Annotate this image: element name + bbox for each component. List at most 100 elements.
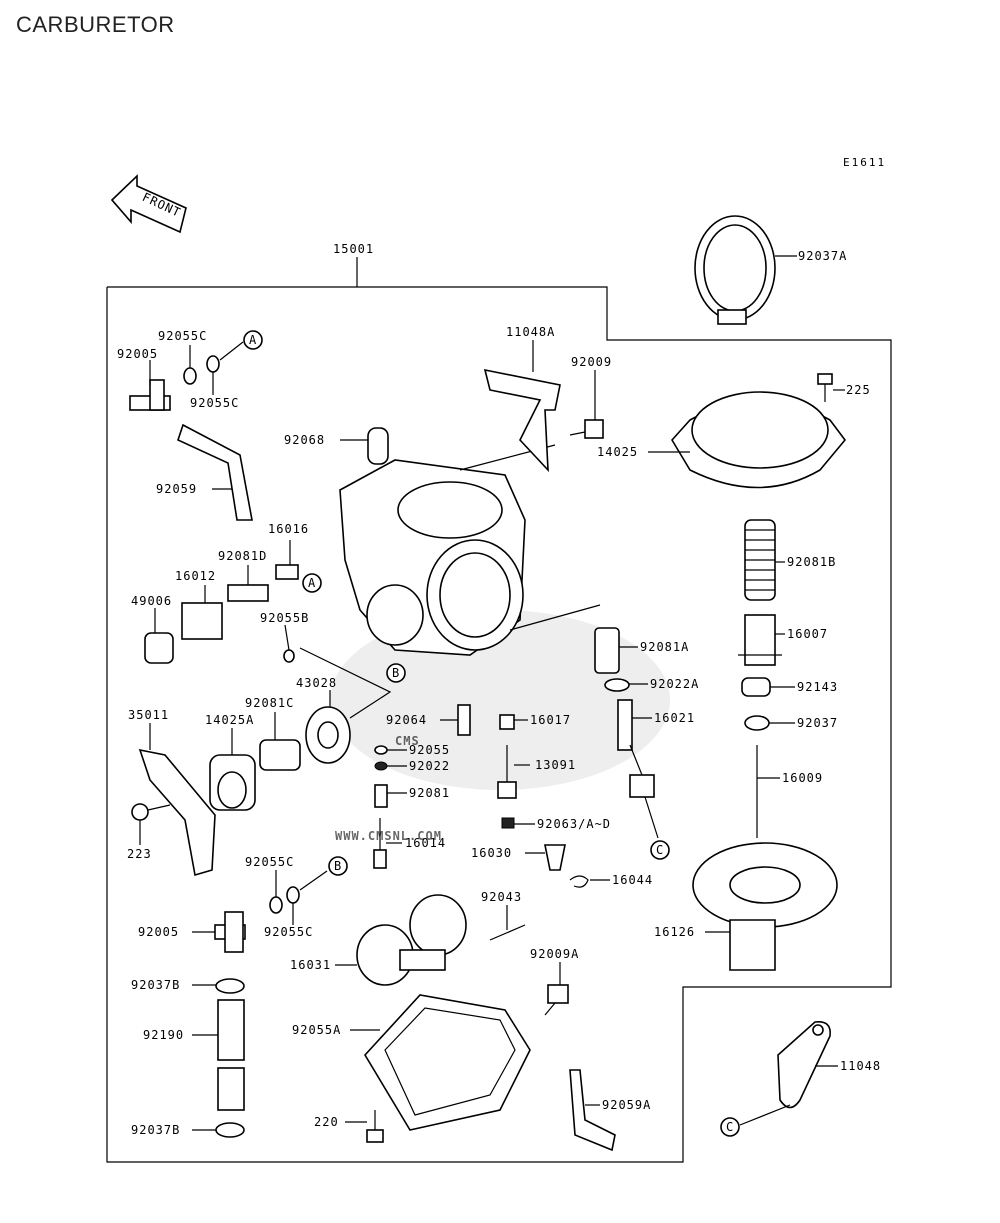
hose-92059-part <box>177 423 253 521</box>
label-92043: 92043 <box>481 890 522 904</box>
clip-92037B-a-part <box>215 978 245 994</box>
label-13091: 13091 <box>535 758 576 772</box>
screw-16021-part <box>617 699 655 798</box>
top-cover-part <box>671 391 847 489</box>
float-16031-part <box>356 894 467 986</box>
label-16031: 16031 <box>290 958 331 972</box>
svg-text:C: C <box>656 843 664 857</box>
screw-16016-part <box>275 564 299 580</box>
screw-92009A-part <box>544 984 569 1016</box>
holder-16007-part <box>738 614 782 666</box>
needle-16014-part <box>373 818 387 869</box>
label-92081C: 92081C <box>245 696 294 710</box>
label-92055: 92055 <box>409 743 450 757</box>
spring-92081D-part <box>227 584 269 602</box>
jet-16012-part <box>181 602 223 640</box>
label-16016: 16016 <box>268 522 309 536</box>
label-16044: 16044 <box>612 873 653 887</box>
callout-a-1: A <box>243 330 263 350</box>
label-16017: 16017 <box>530 713 571 727</box>
label-92037B-b: 92037B <box>131 1123 180 1137</box>
label-92081A: 92081A <box>640 640 689 654</box>
watermark: CMS WWW.CMSNL.COM <box>330 610 670 843</box>
watermark-main: CMS <box>395 734 420 748</box>
label-16007: 16007 <box>787 627 828 641</box>
label-92063: 92063/A~D <box>537 817 611 831</box>
clip-92037-part <box>744 715 770 731</box>
svg-text:C: C <box>726 1120 734 1134</box>
label-92022: 92022 <box>409 759 450 773</box>
label-92055C-a: 92055C <box>158 329 207 343</box>
oring-92055C-c-part <box>269 896 283 914</box>
washer-92055-part <box>374 745 388 755</box>
washer-92022A-part <box>604 678 630 692</box>
callout-c-1: C <box>650 840 670 860</box>
screw-92064-part <box>457 704 471 736</box>
label-15001: 15001 <box>333 242 374 256</box>
label-92055A: 92055A <box>292 1023 341 1037</box>
screw-92009-part <box>569 419 604 439</box>
label-92055C-b: 92055C <box>190 396 239 410</box>
bracket-11048A-part <box>483 368 561 473</box>
screw-225-part <box>817 373 833 402</box>
cover-14025A-part <box>209 754 256 811</box>
label-11048A: 11048A <box>506 325 555 339</box>
carburetor-body-part <box>339 459 526 656</box>
fitting-92005-a-part <box>129 379 171 411</box>
page-title: CARBURETOR <box>16 12 175 37</box>
callout-c-2: C <box>720 1117 740 1137</box>
label-43028: 43028 <box>296 676 337 690</box>
oring-92055C-b-part <box>206 355 220 373</box>
oring-92055C-d-part <box>286 886 300 904</box>
label-92005-b: 92005 <box>138 925 179 939</box>
bracket-11048-part <box>777 1020 832 1109</box>
label-92143: 92143 <box>797 680 838 694</box>
callout-b-1: B <box>386 663 406 683</box>
diaphragm-16126-part <box>692 842 838 971</box>
reference-code: E1611 <box>843 156 887 169</box>
label-92064: 92064 <box>386 713 427 727</box>
label-92190: 92190 <box>143 1028 184 1042</box>
tube-92190-a-part <box>217 999 245 1061</box>
label-35011: 35011 <box>128 708 169 722</box>
label-92037A: 92037A <box>798 249 847 263</box>
svg-text:B: B <box>392 666 400 680</box>
label-92009: 92009 <box>571 355 612 369</box>
label-14025A: 14025A <box>205 713 254 727</box>
watermark-shape <box>330 610 670 790</box>
watermark-url: WWW.CMSNL.COM <box>335 829 442 843</box>
label-11048: 11048 <box>840 1059 881 1073</box>
clip-92037B-b-part <box>215 1122 245 1138</box>
spring-92081-part <box>374 784 388 808</box>
callout-b-2: B <box>328 856 348 876</box>
tube-92190-b-part <box>217 1067 245 1111</box>
diaphragm-43028-part <box>305 706 351 764</box>
label-92009A: 92009A <box>530 947 579 961</box>
label-16021: 16021 <box>654 711 695 725</box>
label-92081B: 92081B <box>787 555 836 569</box>
label-220: 220 <box>314 1115 339 1129</box>
label-92081: 92081 <box>409 786 450 800</box>
float-bowl-part <box>364 994 531 1131</box>
screw-92063-part <box>501 817 515 829</box>
label-92081D: 92081D <box>218 549 267 563</box>
label-92055C-d: 92055C <box>264 925 313 939</box>
washer-92022-part <box>374 761 388 771</box>
label-92059A: 92059A <box>602 1098 651 1112</box>
label-223: 223 <box>127 847 152 861</box>
pin-92043-part <box>489 924 526 941</box>
label-16014: 16014 <box>405 836 446 850</box>
label-14025: 14025 <box>597 445 638 459</box>
assembly-frame <box>106 286 892 1163</box>
label-16012: 16012 <box>175 569 216 583</box>
spring-92081A-part <box>594 627 620 674</box>
jet-13091-part <box>497 745 517 799</box>
svg-text:A: A <box>308 576 316 590</box>
label-92005-a: 92005 <box>117 347 158 361</box>
label-92055C-c: 92055C <box>245 855 294 869</box>
hose-92059A-part <box>569 1069 616 1152</box>
clip-16044-part <box>569 875 589 888</box>
screw-220-part <box>366 1110 384 1143</box>
spacer-92143-part <box>741 677 771 697</box>
label-92055B: 92055B <box>260 611 309 625</box>
